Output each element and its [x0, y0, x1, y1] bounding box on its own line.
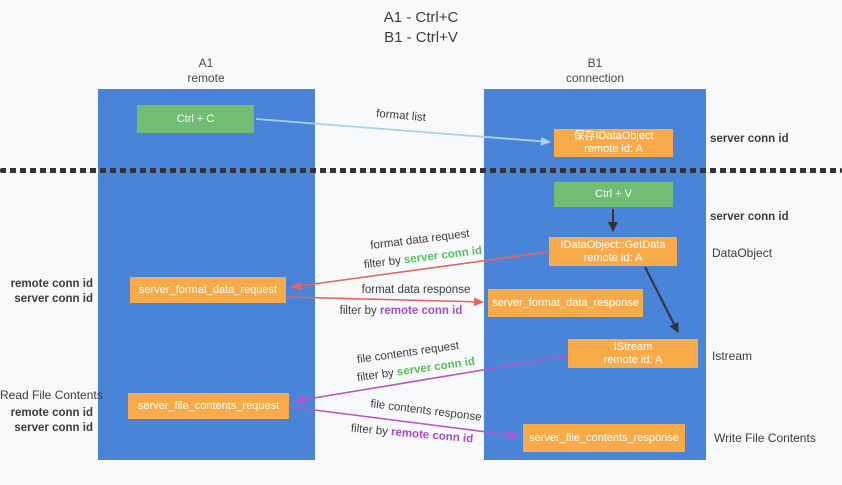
node-idataobject-getdata-title: IDataObject::GetData [560, 238, 666, 251]
lane-a1-name: A1 [198, 56, 214, 70]
node-save-idataobject-subtitle: remote id: A [584, 143, 643, 155]
file-contents-request-arrow [295, 355, 568, 404]
diagram-title-line1: A1 - Ctrl+C [383, 9, 459, 26]
node-idataobject-getdata: IDataObject::GetData remote id: A [549, 237, 677, 266]
left-server-conn-id-2: server conn id [14, 422, 93, 434]
node-server-file-contents-request-label: server_file_contents_request [137, 399, 280, 412]
filter-by-remote-conn-id-label-1: filter by remote conn id [340, 305, 463, 317]
node-idataobject-getdata-subtitle: remote id: A [583, 251, 643, 264]
node-istream-title: IStream [613, 340, 653, 353]
getdata-to-istream-arrow [644, 266, 679, 333]
node-ctrl-c: Ctrl + C [137, 105, 254, 133]
right-istream-label: Istream [712, 349, 753, 363]
lane-b1-role: connection [565, 71, 625, 85]
lane-b1-header: B1 connection [566, 56, 624, 86]
node-server-format-data-request: server_format_data_request [130, 277, 286, 303]
diagram-title: A1 - Ctrl+C B1 - Ctrl+V [0, 8, 842, 48]
node-server-file-contents-request: server_file_contents_request [128, 393, 289, 419]
filter-by-text: filter by [339, 305, 380, 317]
right-write-file-contents-label: Write File Contents [714, 431, 816, 445]
right-dataobject-label: DataObject [712, 246, 773, 260]
right-server-conn-id-1: server conn id [710, 133, 789, 145]
format-data-response-text: format data response [361, 284, 471, 296]
format-data-request-arrow [291, 251, 549, 291]
left-read-file-contents-label: Read File Contents [0, 388, 103, 402]
format-list-arrow [255, 118, 551, 146]
lane-b1-name: B1 [587, 56, 603, 70]
node-ctrl-v: Ctrl + V [554, 182, 673, 207]
node-server-format-data-request-label: server_format_data_request [138, 283, 278, 296]
node-ctrl-c-label: Ctrl + C [176, 112, 215, 125]
remote-conn-id-text: remote conn id [379, 305, 463, 317]
format-data-response-label: format data response [362, 284, 471, 296]
lane-a1-role: remote [187, 71, 225, 85]
right-server-conn-id-2: server conn id [710, 211, 789, 223]
lane-a1-header: A1 remote [187, 56, 224, 86]
format-data-response-arrow [287, 296, 484, 307]
node-server-format-data-response-label: server_format_data_response [492, 296, 639, 309]
left-server-conn-id-1: server conn id [14, 293, 93, 305]
node-istream: IStream remote id: A [568, 339, 698, 368]
node-istream-subtitle: remote id: A [603, 353, 663, 366]
node-save-idataobject-title: 保存IDataObject [573, 130, 654, 142]
node-save-idataobject: 保存IDataObject remote id: A [554, 129, 673, 157]
node-server-format-data-response: server_format_data_response [488, 289, 643, 317]
machine-boundary-dotted-line [0, 168, 842, 173]
node-server-file-contents-response: server_file_contents_response [523, 424, 685, 452]
node-ctrl-v-label: Ctrl + V [595, 188, 632, 200]
file-contents-response-arrow [290, 406, 519, 440]
diagram-title-line2: B1 - Ctrl+V [384, 29, 458, 46]
node-server-file-contents-response-label: server_file_contents_response [529, 431, 679, 444]
left-remote-conn-id-2: remote conn id [10, 407, 93, 419]
left-remote-conn-id-1: remote conn id [10, 278, 93, 290]
